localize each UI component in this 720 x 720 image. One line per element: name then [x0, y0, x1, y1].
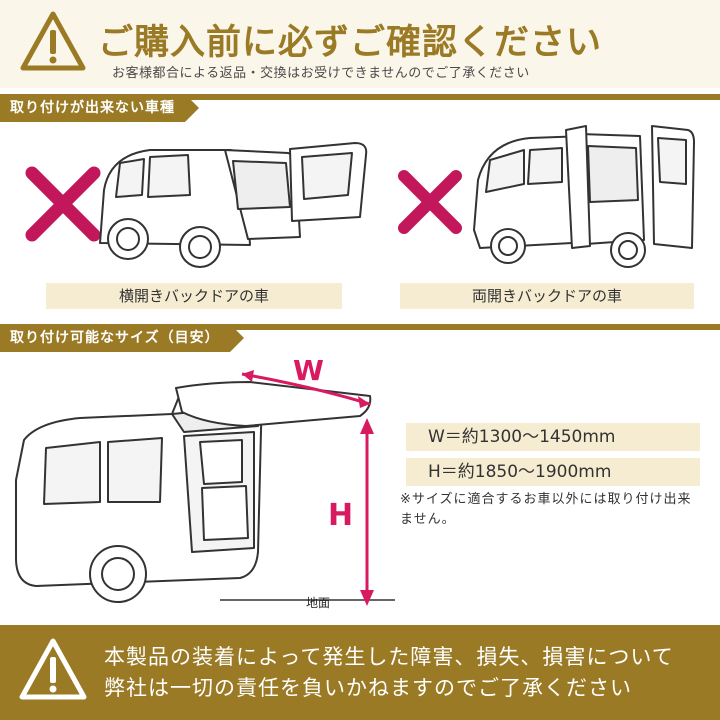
car-double-opening-illustration: [398, 125, 695, 268]
footer-line-1: 本製品の装着によって発生した障害、損失、損害について: [104, 645, 674, 669]
section-label-incompatible: 取り付けが出来ない車種: [0, 94, 199, 122]
footer-line-2: 弊社は一切の責任を負いかねますのでご了承ください: [104, 676, 632, 700]
page-subtitle: お客様都合による返品・交換はお受けできませんのでご了承ください: [112, 66, 530, 81]
page-title: ご購入前に必ずご確認ください: [98, 23, 603, 63]
height-spec: H＝約1850〜1900mm: [406, 458, 700, 486]
warning-icon: [20, 11, 86, 71]
height-label: H: [328, 498, 354, 533]
caption-double-opening: 両開きバックドアの車: [400, 283, 694, 309]
section-divider: [0, 94, 720, 100]
header: [0, 0, 720, 88]
car-size-diagram: [15, 370, 395, 606]
width-spec: W＝約1300〜1450mm: [406, 423, 700, 451]
cross-icon: [25, 166, 101, 242]
section-label-compatible-size: 取り付け可能なサイズ（目安）: [0, 324, 244, 352]
footer-text: 本製品の装着によって発生した障害、損失、損害について 弊社は一切の責任を負いかね…: [104, 642, 674, 704]
cross-icon: [398, 170, 462, 234]
car-side-opening-illustration: [25, 142, 368, 268]
ground-label: 地面: [306, 596, 331, 610]
warning-icon: [19, 638, 87, 700]
caption-side-opening: 横開きバックドアの車: [46, 283, 342, 309]
footer-disclaimer: [0, 625, 720, 720]
width-label: W: [293, 354, 324, 387]
compatibility-note: ※サイズに適合するお車以外には取り付け出来ません。: [400, 492, 692, 527]
section-divider: [0, 324, 720, 330]
